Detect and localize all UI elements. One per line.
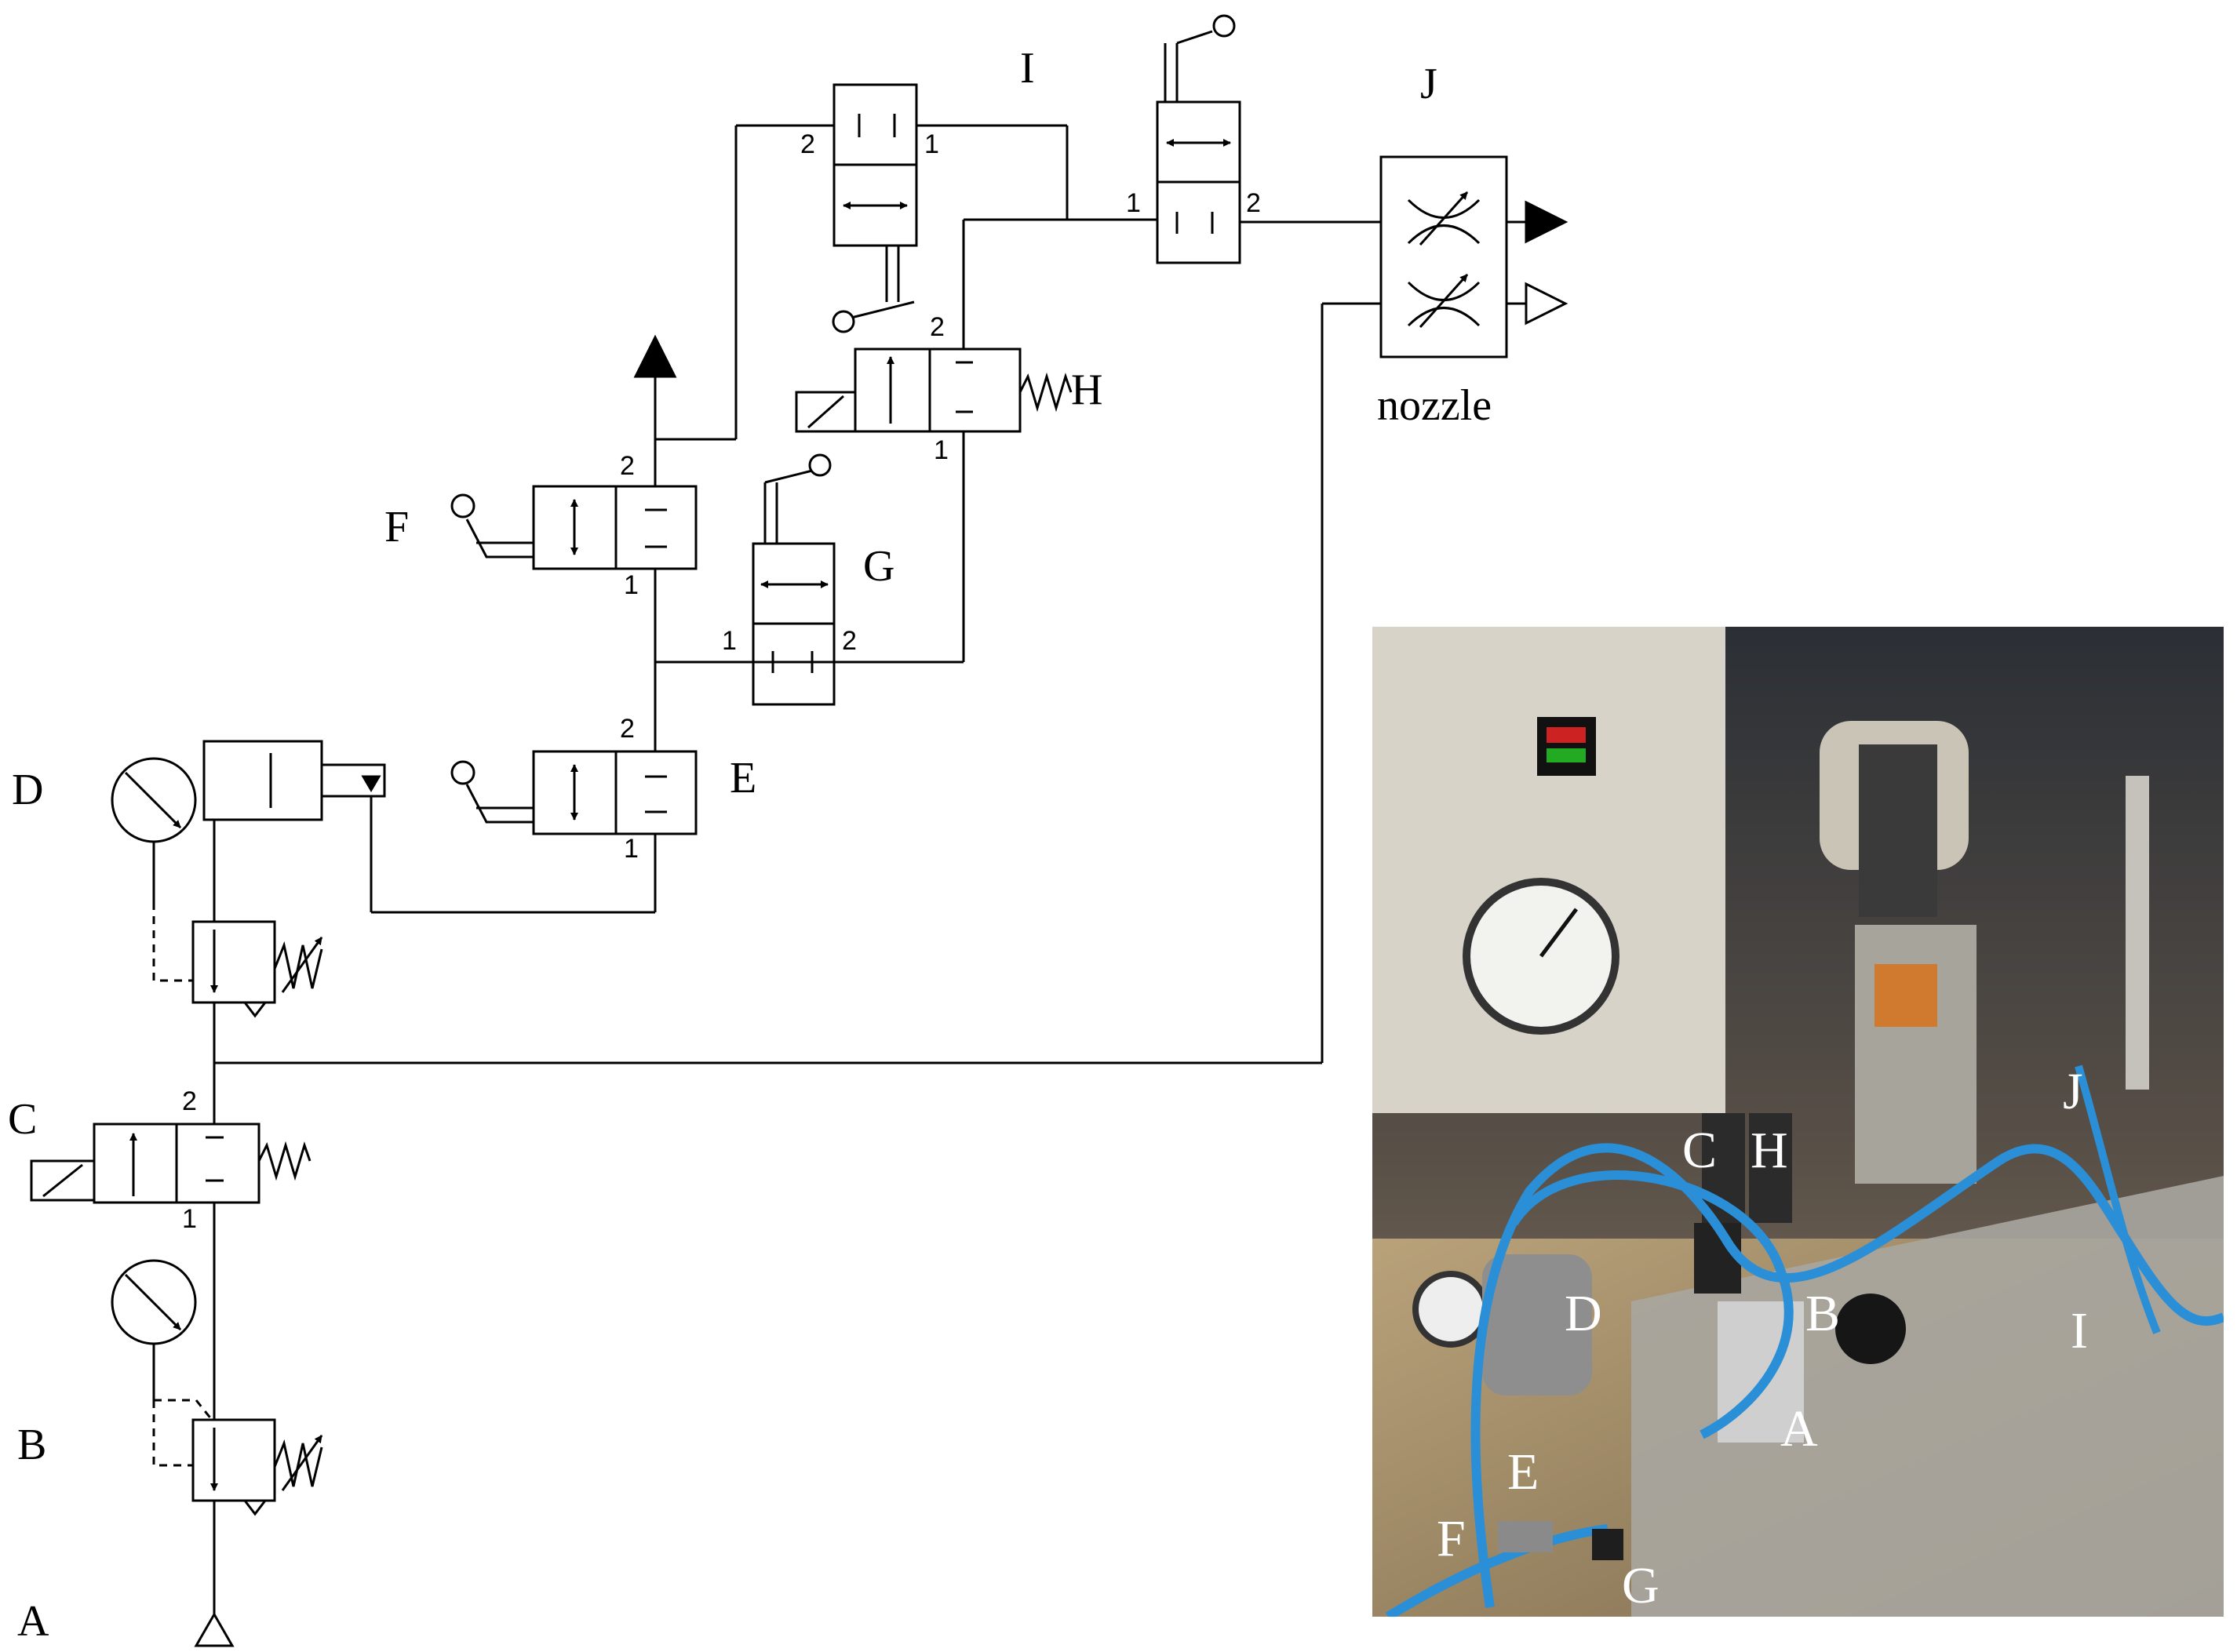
port-h-2: 2 (930, 312, 945, 342)
label-i: I (1020, 44, 1035, 93)
control-cabinet (1372, 627, 1725, 1113)
label-c: C (8, 1095, 37, 1144)
photo-illustration (1372, 627, 2224, 1617)
vertical-rail (2126, 776, 2149, 1090)
label-b: B (17, 1421, 46, 1469)
photo-label-h: H (1751, 1122, 1788, 1179)
photo-label-c: C (1682, 1122, 1718, 1179)
port-h-1: 1 (934, 435, 949, 465)
solenoid-h (1749, 1113, 1792, 1223)
label-g: G (863, 542, 894, 591)
regulator-d (191, 920, 276, 1004)
photo-label-j: J (2063, 1063, 2083, 1120)
port-f-2: 2 (620, 451, 635, 481)
regulator-b (191, 1418, 276, 1502)
cylinder (202, 740, 323, 821)
label-f: F (384, 503, 409, 551)
photo-label-e: E (1507, 1443, 1539, 1501)
label-j: J (1420, 60, 1437, 108)
regulator-d-body (1482, 1254, 1592, 1395)
pressure-gauge-small (1412, 1271, 1489, 1348)
nozzle-label: nozzle (1377, 381, 1492, 430)
apparatus-photo: C H J D B I A E F G (1372, 627, 2224, 1617)
label-a: A (17, 1597, 49, 1646)
photo-label-g: G (1622, 1557, 1660, 1614)
port-e-2: 2 (620, 714, 635, 744)
photo-label-f: F (1437, 1510, 1466, 1567)
port-g-1: 1 (722, 626, 737, 656)
label-h: H (1071, 366, 1102, 414)
port-e-1: 1 (624, 834, 639, 864)
photo-label-i: I (2071, 1302, 2088, 1359)
port-c-2: 2 (182, 1086, 197, 1116)
port-f-1: 1 (624, 570, 639, 600)
nozzle-output-filled (1525, 200, 1568, 244)
port-i-upper-1: 1 (924, 129, 939, 159)
port-i-upper-2: 2 (800, 129, 815, 159)
label-e: E (730, 754, 756, 802)
nozzle-output-open (1525, 282, 1568, 326)
port-g-2: 2 (842, 626, 857, 656)
valve-h (854, 348, 1022, 433)
label-d: D (12, 766, 43, 814)
port-c-1: 1 (182, 1204, 197, 1234)
photo-label-a: A (1780, 1400, 1818, 1457)
nozzle-block (1379, 155, 1508, 358)
air-supply-symbol (194, 1611, 235, 1647)
photo-label-b: B (1805, 1285, 1841, 1342)
port-i-lower-1: 1 (1126, 188, 1141, 218)
photo-label-d: D (1565, 1285, 1602, 1342)
port-i-lower-2: 2 (1246, 188, 1261, 218)
